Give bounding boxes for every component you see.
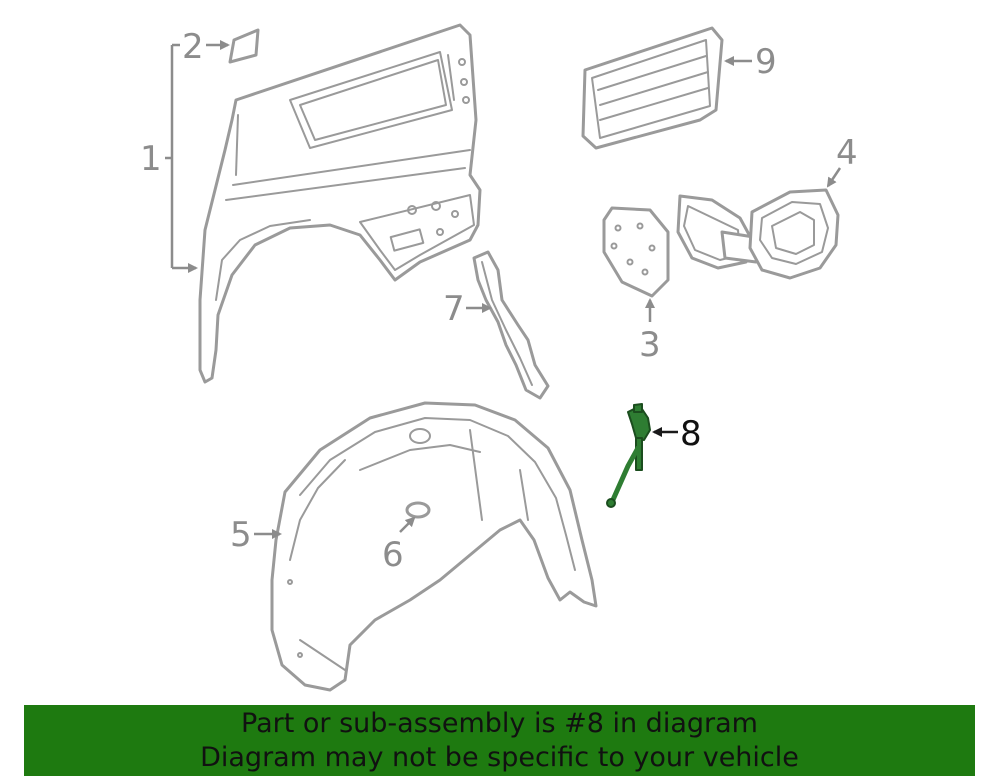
banner-line-part-number: Part or sub-assembly is #8 in diagram: [241, 708, 758, 739]
part-1-quarter-panel[interactable]: [198, 23, 482, 384]
callout-5: 5: [230, 515, 282, 555]
callout-4: 4: [826, 133, 858, 188]
callout-2: 2: [182, 27, 230, 67]
callout-number-9: 9: [755, 42, 777, 82]
part-7-bracket[interactable]: [472, 250, 550, 400]
callout-number-3: 3: [639, 325, 661, 365]
part-9-vent[interactable]: [581, 26, 724, 150]
part-6-plug[interactable]: [405, 501, 431, 519]
part-3-plate[interactable]: [602, 206, 670, 298]
callout-number-2: 2: [182, 27, 204, 67]
callout-number-7: 7: [443, 289, 465, 329]
part-2-cover[interactable]: [228, 28, 260, 64]
info-banner: Part or sub-assembly is #8 in diagram Di…: [24, 705, 975, 776]
callout-7: 7: [443, 289, 492, 329]
callout-6: 6: [382, 516, 416, 575]
callout-1: 1: [140, 43, 198, 273]
callout-number-8: 8: [680, 414, 702, 454]
callout-3: 3: [639, 298, 661, 365]
callout-number-1: 1: [140, 139, 162, 179]
part-5-wheel-liner[interactable]: [270, 401, 598, 692]
callout-8: 8: [652, 414, 702, 454]
callout-number-4: 4: [836, 133, 858, 173]
callout-number-5: 5: [230, 515, 252, 555]
part-4-fuel-door[interactable]: [676, 188, 840, 280]
callout-number-6: 6: [382, 535, 404, 575]
banner-line-disclaimer: Diagram may not be specific to your vehi…: [200, 742, 799, 773]
part-8-sensor[interactable]: [606, 403, 651, 508]
callout-9: 9: [724, 42, 777, 82]
